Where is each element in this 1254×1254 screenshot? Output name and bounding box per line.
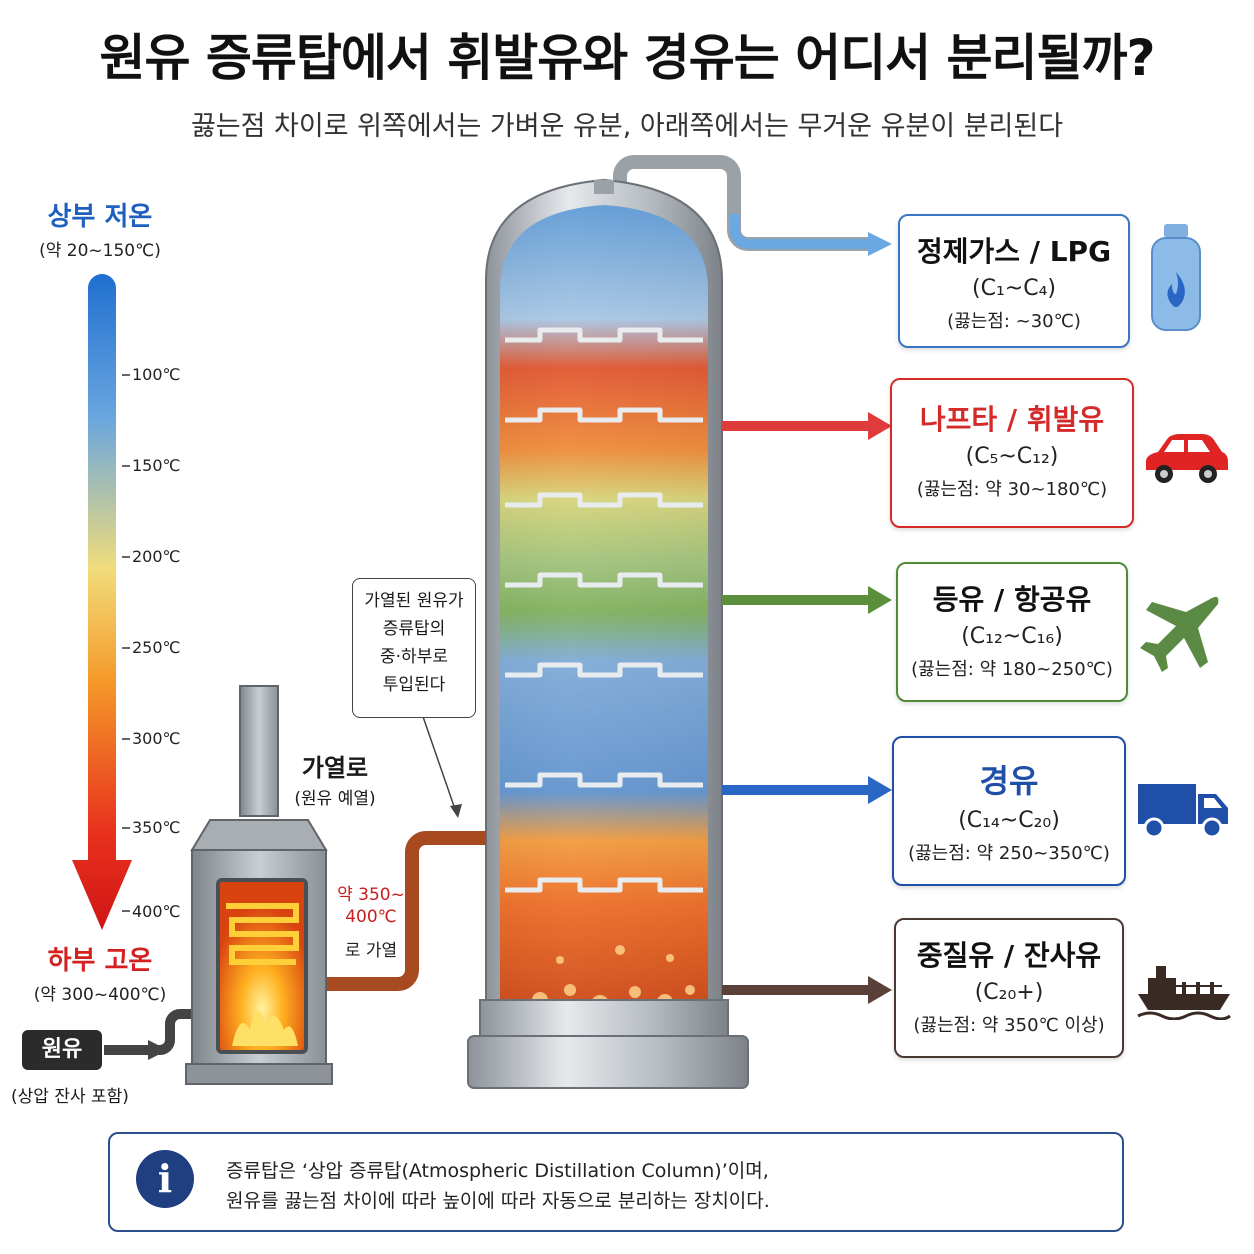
product-boiling-point: (끓는점: 약 30~180℃) (916, 479, 1108, 500)
scale-tick: 200℃ (132, 547, 181, 566)
crude-oil-note: (상압 잔사 포함) (11, 1087, 129, 1107)
scale-bottom-label: 하부 고온 (47, 946, 153, 976)
heat-line: 약 350~ (337, 885, 405, 905)
product-boiling-point: (끓는점: ~30℃) (947, 311, 1081, 332)
heat-note: 로 가열 (344, 941, 398, 961)
feed-callout: 가열된 원유가 증류탑의 중·하부로 투입된다 (352, 578, 476, 718)
info-panel (108, 1132, 1124, 1232)
column-base (467, 1035, 749, 1089)
product-formula: (C₂₀+) (974, 980, 1044, 1005)
product-box-diesel: 경유 (C₁₄~C₂₀) (끓는점: 약 250~350℃) (892, 736, 1126, 886)
product-name: 중질유 / 잔사유 (916, 939, 1102, 972)
crude-oil-badge: 원유 (22, 1030, 102, 1070)
callout-line: 투입된다 (382, 675, 446, 695)
product-name: 정제가스 / LPG (916, 235, 1112, 268)
scale-tick: 100℃ (132, 365, 181, 384)
callout-line: 중·하부로 (380, 647, 448, 667)
feed-pipe (326, 831, 486, 991)
product-box-lpg: 정제가스 / LPG (C₁~C₄) (끓는점: ~30℃) (898, 214, 1130, 348)
product-name: 경유 (979, 762, 1039, 800)
product-boiling-point: (끓는점: 약 180~250℃) (911, 659, 1113, 680)
temperature-gradient-bar (72, 274, 132, 930)
product-box-gasoline: 나프타 / 휘발유 (C₅~C₁₂) (끓는점: 약 30~180℃) (890, 378, 1134, 528)
product-boiling-point: (끓는점: 약 350℃ 이상) (913, 1015, 1105, 1036)
ship-icon (1137, 966, 1231, 1020)
product-name: 나프타 / 휘발유 (919, 403, 1105, 436)
scale-tick: 350℃ (132, 818, 181, 837)
scale-top-label: 상부 저온 (47, 202, 153, 232)
info-text-line1: 증류탑은 ‘상압 증류탑(Atmospheric Distillation Co… (226, 1160, 769, 1182)
info-icon: i (136, 1150, 194, 1208)
product-formula: (C₁₄~C₂₀) (958, 808, 1060, 833)
product-formula: (C₁~C₄) (972, 276, 1056, 301)
car-icon (1146, 434, 1228, 483)
page-subtitle: 끓는점 차이로 위쪽에서는 가벼운 유분, 아래쪽에서는 무거운 유분이 분리된… (190, 111, 1064, 142)
heat-line: 400℃ (345, 907, 397, 927)
product-formula: (C₁₂~C₁₆) (961, 624, 1063, 649)
callout-line: 가열된 원유가 (364, 591, 464, 611)
product-box-residue: 중질유 / 잔사유 (C₂₀+) (끓는점: 약 350℃ 이상) (894, 918, 1124, 1058)
heat-temperature: 약 350~ 400℃ (326, 884, 416, 928)
truck-icon (1138, 784, 1228, 839)
callout-line: 증류탑의 (382, 619, 446, 639)
scale-tick: 150℃ (132, 456, 181, 475)
furnace-label: 가열로 (301, 754, 369, 782)
scale-bottom-range: (약 300~400℃) (33, 985, 167, 1005)
info-text-line2: 원유를 끓는점 차이에 따라 높이에 따라 자동으로 분리하는 장치이다. (226, 1190, 770, 1212)
product-boiling-point: (끓는점: 약 250~350℃) (908, 843, 1110, 864)
scale-top-range: (약 20~150℃) (39, 241, 161, 261)
page-title: 원유 증류탑에서 휘발유와 경유는 어디서 분리될까? (99, 29, 1155, 87)
scale-tick: 400℃ (132, 902, 181, 921)
product-box-kerosene: 등유 / 항공유 (C₁₂~C₁₆) (끓는점: 약 180~250℃) (896, 562, 1128, 702)
furnace (185, 685, 333, 1085)
airplane-icon (1140, 596, 1219, 672)
scale-tick: 300℃ (132, 729, 181, 748)
scale-tick: 250℃ (132, 638, 181, 657)
product-formula: (C₅~C₁₂) (965, 444, 1059, 469)
product-name: 등유 / 항공유 (932, 583, 1092, 616)
gas-cylinder-icon (1151, 224, 1201, 331)
furnace-sublabel: (원유 예열) (294, 789, 376, 809)
